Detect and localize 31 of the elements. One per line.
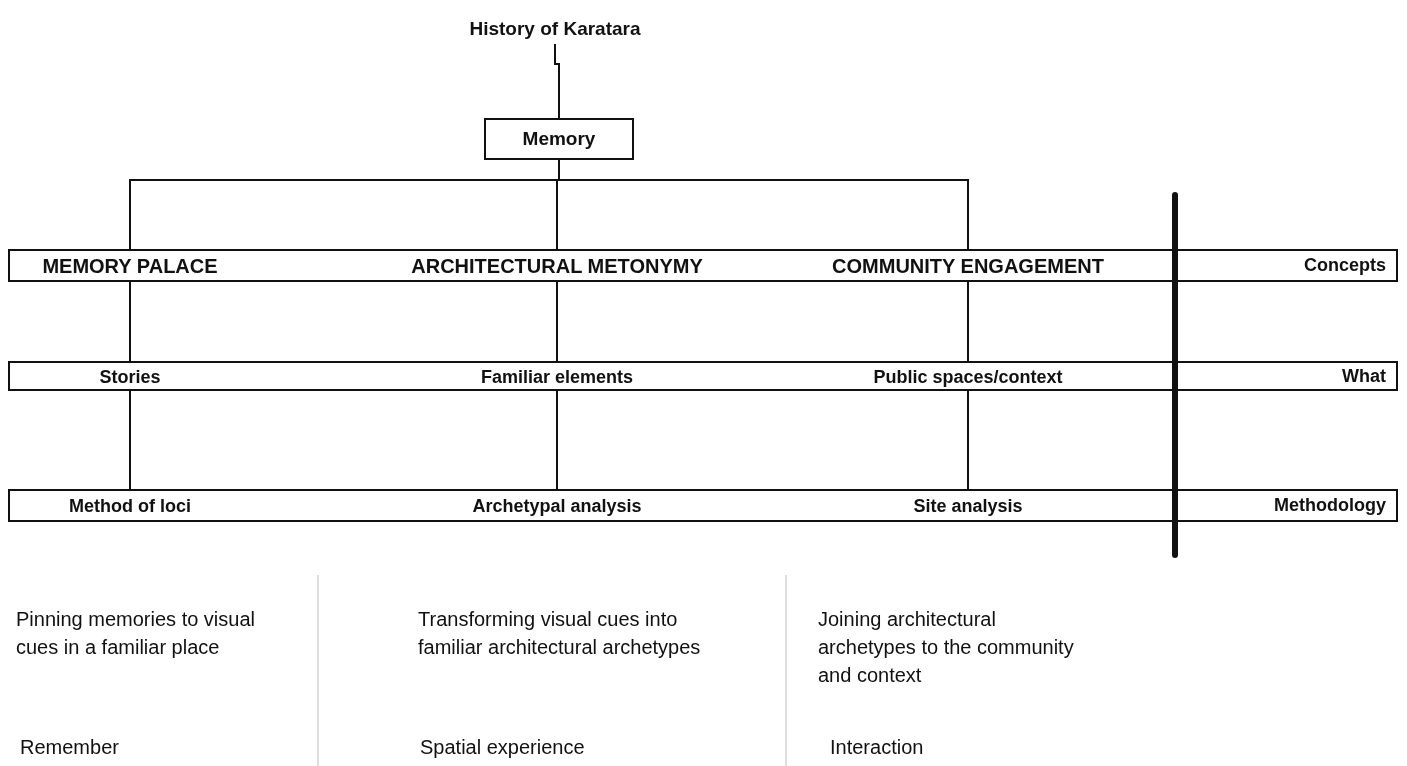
column-heading: Stories xyxy=(0,363,290,391)
row-band xyxy=(8,489,1398,522)
outcome-text: Remember xyxy=(20,735,119,760)
column-heading: Archetypal analysis xyxy=(397,491,717,522)
row-band xyxy=(8,361,1398,391)
connector-line xyxy=(967,390,969,492)
connector-line xyxy=(554,43,560,119)
row-label: What xyxy=(1342,365,1386,387)
connector-line xyxy=(556,390,558,492)
description-text: Transforming visual cues into familiar architectural archetypes xyxy=(418,607,702,660)
heading-text: History of Karatara xyxy=(455,14,655,44)
column-heading: Site analysis xyxy=(808,491,1128,522)
connector-line xyxy=(129,390,131,492)
connector-line xyxy=(558,159,969,252)
column-heading: MEMORY PALACE xyxy=(0,251,290,282)
row-band xyxy=(8,249,1398,282)
connector-line xyxy=(967,281,969,364)
description-text: Joining architectural archetypes to the community and context xyxy=(818,607,1075,688)
column-heading: COMMUNITY ENGAGEMENT xyxy=(808,251,1128,282)
column-heading: Method of loci xyxy=(0,491,290,522)
row-label: Methodology xyxy=(1274,495,1386,516)
connector-line xyxy=(129,281,131,364)
memory-box: Memory xyxy=(484,118,634,160)
row-label: Concepts xyxy=(1304,255,1386,276)
outcome-text: Interaction xyxy=(830,735,924,760)
outcome-text: Spatial experience xyxy=(420,735,585,760)
column-heading: Familiar elements xyxy=(397,363,717,391)
column-heading: Public spaces/context xyxy=(808,363,1128,391)
connector-line xyxy=(556,281,558,364)
column-heading: ARCHITECTURAL METONYMY xyxy=(397,251,717,282)
description-text: Pinning memories to visual cues in a familiar place xyxy=(16,607,256,660)
